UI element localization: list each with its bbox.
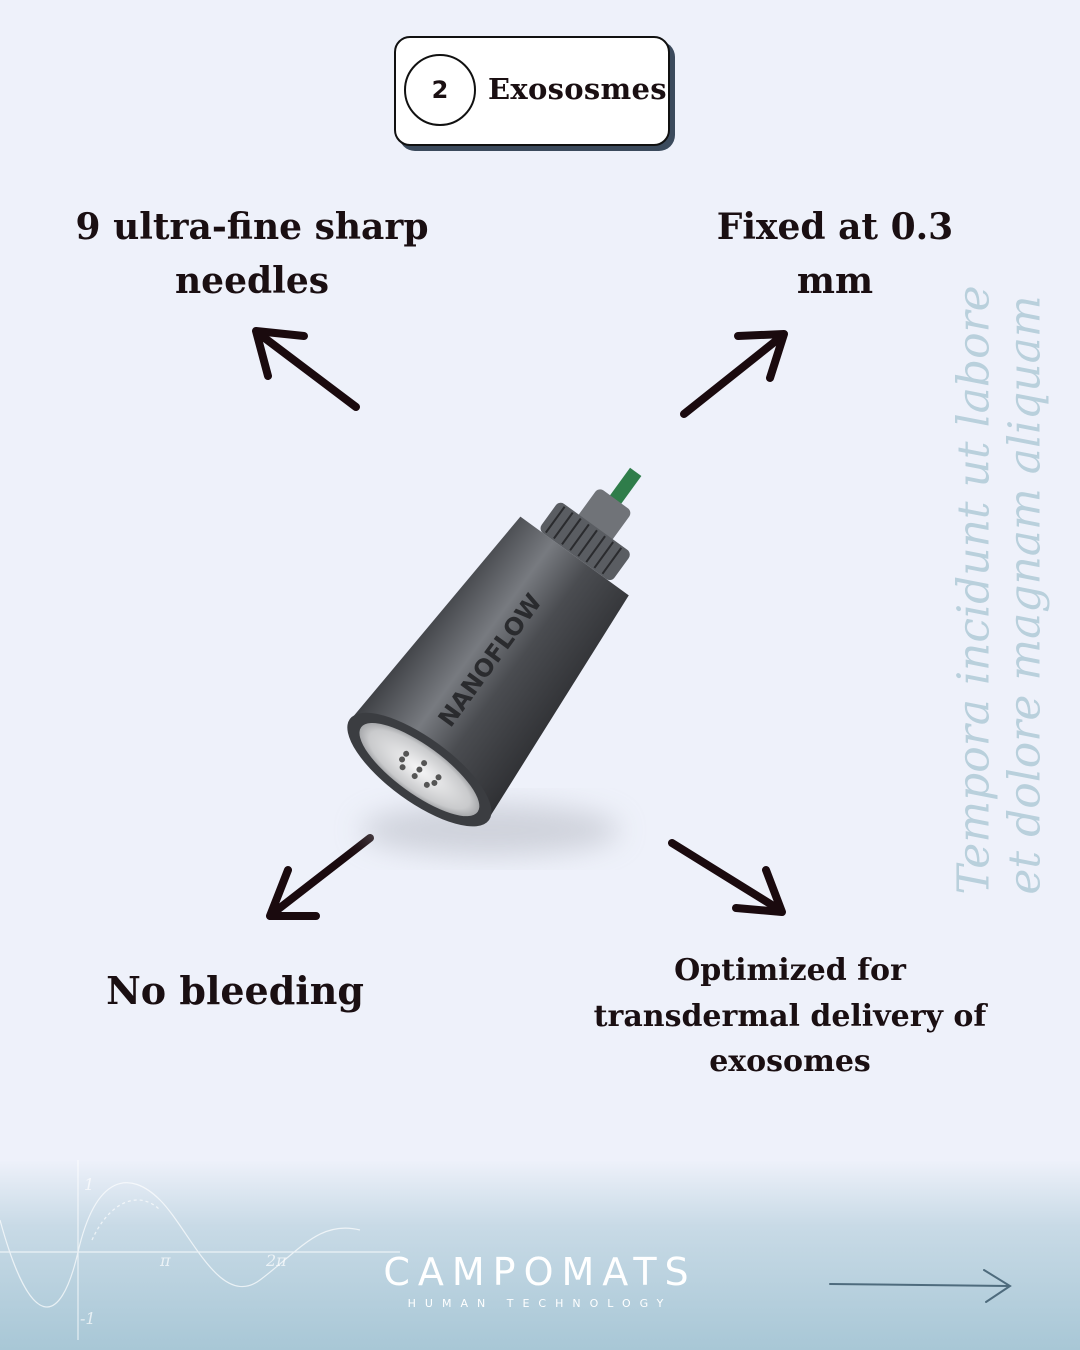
brand-logo: CAMPOMATS bbox=[383, 1250, 697, 1294]
decorative-script: Tempora incidunt ut labore et dolore mag… bbox=[948, 285, 1050, 895]
feature-needles: 9 ultra-fine sharp needles bbox=[75, 206, 429, 302]
graph-label-2pi: 2π bbox=[265, 1251, 287, 1270]
step-badge: 2 Exososmes bbox=[394, 36, 670, 146]
feature-exosome-delivery: Optimized for transdermal delivery of ex… bbox=[593, 953, 987, 1080]
arrow-up-right-icon bbox=[680, 330, 788, 418]
step-title: Exososmes bbox=[488, 72, 667, 106]
arrow-down-right-icon bbox=[668, 839, 786, 916]
needle-cartridge-image: NANOFLOW bbox=[347, 467, 642, 856]
graph-label-neg1: -1 bbox=[80, 1309, 96, 1328]
feature-depth: Fixed at 0.3 mm bbox=[716, 206, 954, 302]
next-arrow-icon[interactable] bbox=[828, 1266, 1018, 1306]
graph-label-pi: π bbox=[159, 1251, 171, 1270]
footer-band: 1 π 2π -1 bbox=[0, 1160, 1080, 1350]
step-number: 2 bbox=[404, 54, 476, 126]
script-line-1: Tempora incidunt ut labore bbox=[948, 285, 1000, 895]
arrow-down-left-icon bbox=[266, 834, 374, 920]
feature-no-bleeding: No bleeding bbox=[106, 968, 364, 1013]
script-line-2: et dolore magnam aliquam bbox=[999, 295, 1050, 895]
sine-graph-decoration: 1 π 2π -1 bbox=[0, 1160, 400, 1340]
needle-tips bbox=[399, 750, 442, 788]
brand-tagline: HUMAN TECHNOLOGY bbox=[407, 1297, 673, 1310]
graph-label-1: 1 bbox=[84, 1175, 94, 1194]
arrow-up-left-icon bbox=[252, 327, 360, 411]
